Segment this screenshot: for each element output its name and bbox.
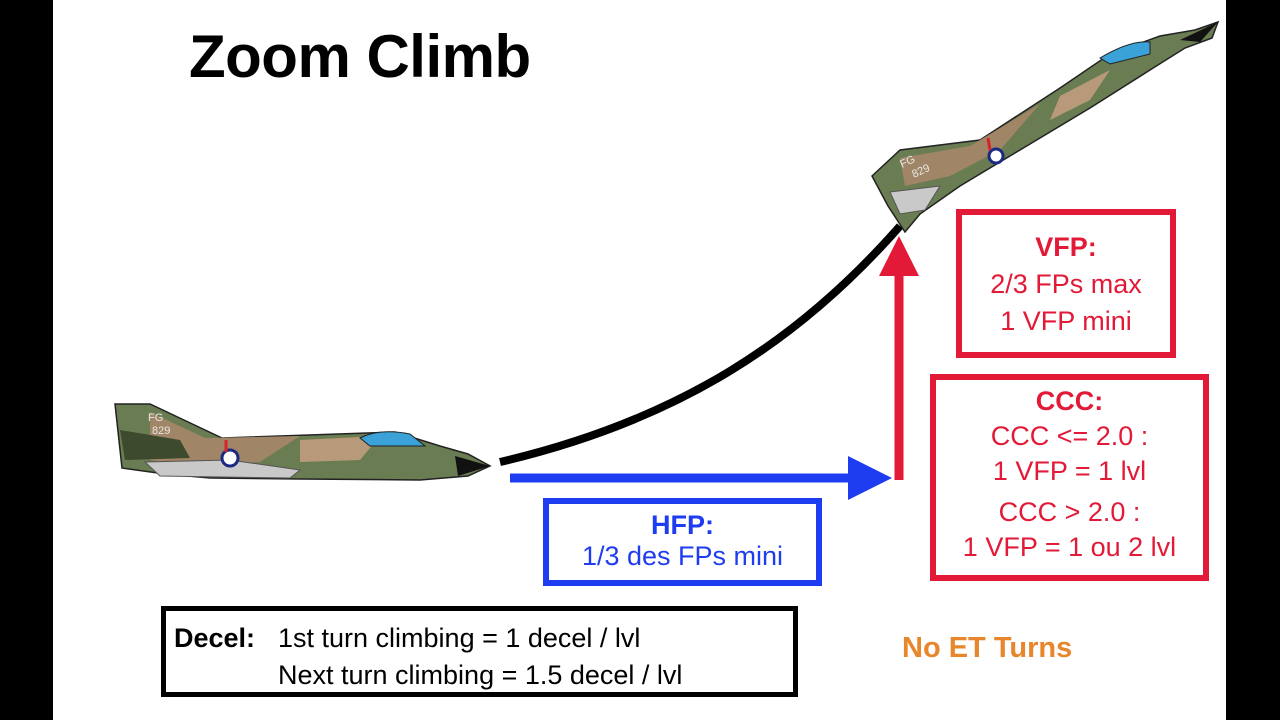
vfp-line-2: 1 VFP mini: [1000, 306, 1132, 336]
ccc-box: CCC: CCC <= 2.0 : 1 VFP = 1 lvl CCC > 2.…: [930, 374, 1209, 581]
hfp-heading: HFP:: [651, 510, 714, 540]
vfp-heading: VFP:: [1035, 232, 1097, 262]
jet-level-number: 829: [152, 425, 170, 437]
ccc-heading: CCC:: [1035, 386, 1104, 416]
vertical-arrow: [879, 236, 919, 480]
ccc-line-3: CCC > 2.0 :: [998, 497, 1141, 527]
jet-climb-icon: FG 829: [871, 20, 1220, 234]
no-et-turns-note: No ET Turns: [902, 632, 1073, 664]
jet-level-icon: FG 829: [114, 403, 492, 481]
decel-line-2: Next turn climbing = 1.5 decel / lvl: [278, 660, 683, 690]
vfp-line-1: 2/3 FPs max: [990, 269, 1142, 299]
horizontal-arrow: [510, 456, 892, 500]
decel-box: Decel: 1st turn climbing = 1 decel / lvl…: [161, 606, 798, 697]
decel-line-1: 1st turn climbing = 1 decel / lvl: [278, 623, 641, 653]
page-title: Zoom Climb: [189, 23, 531, 90]
jet-climb-tail-code: FG: [898, 153, 917, 170]
jet-level-tail-code: FG: [148, 412, 163, 424]
hfp-line-1: 1/3 des FPs mini: [581, 541, 784, 571]
hfp-box: HFP: 1/3 des FPs mini: [543, 498, 822, 586]
decel-label: Decel:: [174, 623, 256, 653]
climb-path-curve: [499, 223, 904, 466]
vfp-box: VFP: 2/3 FPs max 1 VFP mini: [956, 209, 1176, 358]
ccc-line-1: CCC <= 2.0 :: [990, 421, 1149, 451]
ccc-line-2: 1 VFP = 1 lvl: [992, 456, 1147, 486]
ccc-line-4: 1 VFP = 1 ou 2 lvl: [962, 532, 1177, 562]
